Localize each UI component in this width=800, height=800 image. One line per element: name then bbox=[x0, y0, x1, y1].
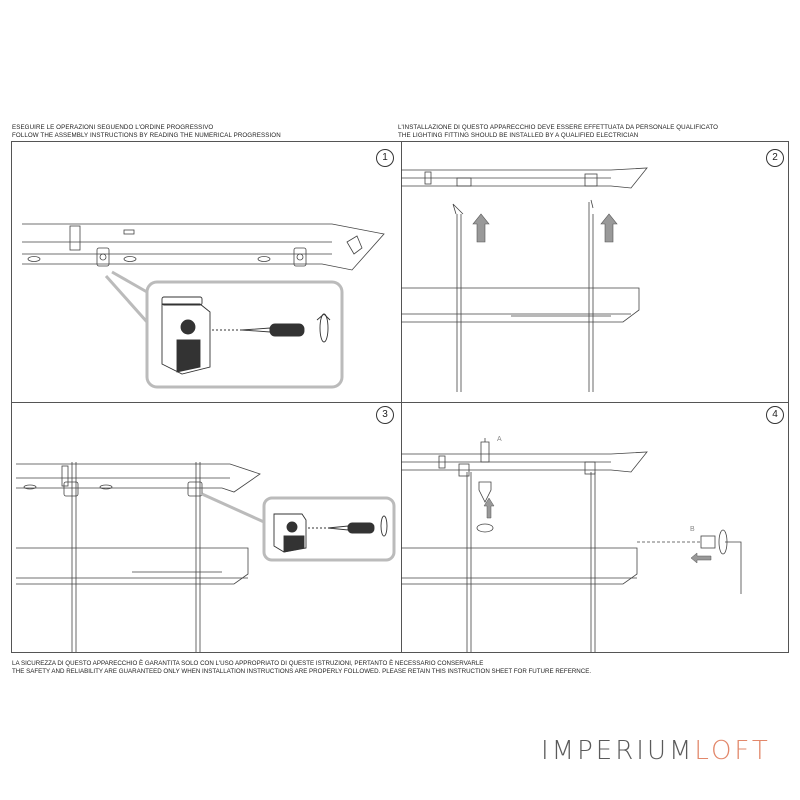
bracket-right bbox=[187, 481, 203, 497]
brand-logo-part1: IMPERIUM bbox=[541, 736, 695, 766]
lamp-body bbox=[401, 547, 638, 585]
track-profile bbox=[22, 223, 385, 271]
up-arrow-icon bbox=[472, 213, 618, 243]
bracket-right bbox=[584, 173, 598, 187]
lamp-body bbox=[16, 547, 249, 585]
step-4-label-a: A bbox=[497, 436, 502, 443]
header-left-line1: ESEGUIRE LE OPERAZIONI SEGUENDO L'ORDINE… bbox=[12, 124, 214, 131]
screw-b-icon bbox=[700, 535, 716, 549]
step-1-illustration bbox=[22, 223, 385, 389]
bracket-right bbox=[293, 247, 307, 267]
rotate-icon bbox=[316, 313, 331, 343]
detail-bracket bbox=[273, 513, 307, 553]
footer: LA SICUREZZA DI QUESTO APPARECCHIO È GAR… bbox=[12, 660, 591, 676]
up-arrow-icon bbox=[483, 497, 495, 519]
bracket-left bbox=[63, 481, 79, 497]
left-arrow-icon bbox=[690, 552, 712, 564]
header-left: ESEGUIRE LE OPERAZIONI SEGUENDO L'ORDINE… bbox=[12, 124, 281, 140]
step-4-number: 4 bbox=[766, 406, 784, 424]
footer-line1: LA SICUREZZA DI QUESTO APPARECCHIO È GAR… bbox=[12, 660, 484, 667]
step-4-label-b: B bbox=[690, 526, 695, 533]
lamp-body bbox=[401, 287, 640, 323]
detail-callout-box bbox=[262, 496, 396, 562]
brand-logo-part2: LOFT bbox=[694, 736, 771, 766]
suspension-cable-right bbox=[590, 472, 596, 652]
suspension-cable-left bbox=[456, 214, 462, 392]
step-3-illustration bbox=[16, 462, 396, 652]
bracket-left bbox=[458, 463, 470, 477]
step-1-number: 1 bbox=[376, 149, 394, 167]
step-3-number: 3 bbox=[376, 406, 394, 424]
detail-bracket bbox=[161, 296, 211, 375]
screwdriver-icon bbox=[212, 323, 305, 337]
instruction-grid: 1 2 3 4 bbox=[11, 141, 789, 653]
suspension-cable-left bbox=[466, 472, 472, 652]
brand-logo: IMPERIUMLOFT bbox=[541, 736, 771, 766]
grid-divider-horizontal bbox=[12, 402, 788, 403]
screw-a-icon bbox=[480, 438, 490, 463]
suspension-cable-right bbox=[588, 214, 594, 392]
suspension-cable-right bbox=[195, 462, 201, 652]
header-right-line1: L'INSTALLAZIONE DI QUESTO APPARECCHIO DE… bbox=[398, 124, 719, 131]
anchor-icon bbox=[478, 481, 492, 503]
rotate-icon bbox=[380, 515, 388, 537]
bracket-left bbox=[96, 247, 110, 267]
footer-line2: THE SAFETY AND RELIABILITY ARE GUARANTEE… bbox=[12, 668, 592, 675]
header-right-line2: THE LIGHTING FITTING SHOULD BE INSTALLED… bbox=[398, 132, 639, 139]
step-4-illustration bbox=[401, 438, 742, 652]
header-left-line2: FOLLOW THE ASSEMBLY INSTRUCTIONS BY READ… bbox=[12, 132, 281, 139]
bracket-left bbox=[456, 177, 472, 187]
bracket-right bbox=[584, 461, 596, 475]
suspension-cable-left bbox=[71, 462, 77, 652]
step-2-illustration bbox=[401, 167, 648, 392]
header-right: L'INSTALLAZIONE DI QUESTO APPARECCHIO DE… bbox=[398, 124, 718, 140]
step-2-number: 2 bbox=[766, 149, 784, 167]
screwdriver-icon bbox=[308, 522, 375, 534]
grid-divider-vertical bbox=[401, 142, 402, 652]
detail-callout-box bbox=[145, 280, 344, 389]
